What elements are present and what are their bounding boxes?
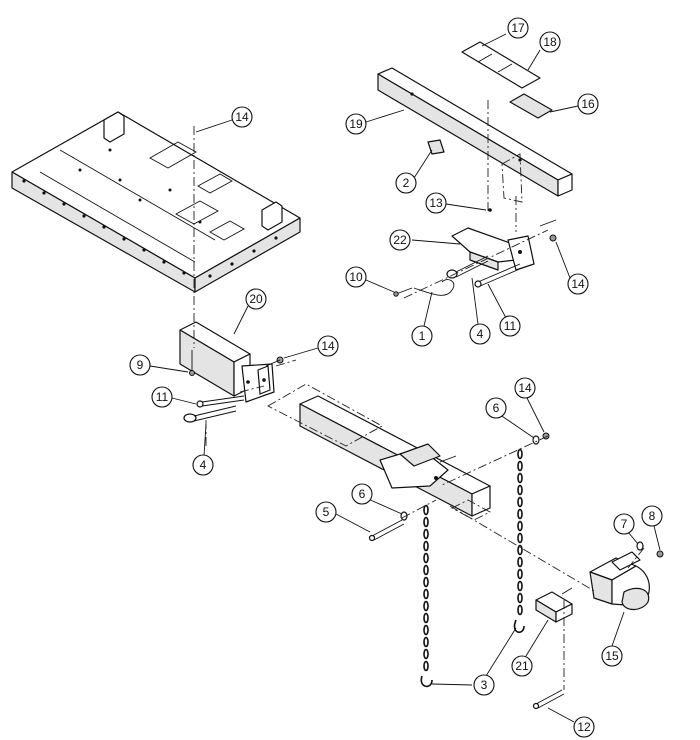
decal-16 [509,93,553,119]
svg-text:6: 6 [493,401,500,415]
bolt-5 [368,519,405,542]
callout-4-left: 4 [192,454,214,476]
callout-19: 19 [345,113,367,135]
coupler [589,551,650,611]
callout-4-upper: 4 [469,323,491,345]
callout-10: 10 [345,266,367,288]
svg-text:22: 22 [393,233,407,247]
svg-text:13: 13 [429,196,443,210]
clevis-pin-upper [446,255,489,279]
clevis-pin-left [183,405,237,423]
deck-edge-holes [22,148,278,278]
leader-lines [149,33,661,723]
svg-text:2: 2 [403,176,410,190]
bolt-12 [532,689,565,710]
callout-8: 8 [641,505,663,527]
decal-17-18 [461,41,541,89]
callout-18: 18 [539,31,561,53]
svg-text:14: 14 [235,110,249,124]
callout-20: 20 [245,288,267,310]
mounting-bracket [179,321,275,403]
safety-chain-left [420,504,433,688]
callout-13: 13 [425,192,447,214]
bolt-upper [474,263,523,288]
svg-text:1: 1 [419,329,426,343]
drawbar-tongue [299,395,491,517]
callout-21: 21 [511,655,533,677]
svg-text:21: 21 [515,659,529,673]
callout-1: 1 [411,325,433,347]
deck-platform [11,111,301,293]
coupler-latch [535,587,573,623]
callout-14-top: 14 [231,106,253,128]
callout-6-right: 6 [485,397,507,419]
svg-text:6: 6 [359,487,366,501]
safety-chain-right [513,448,525,633]
callout-9: 9 [129,354,151,376]
callout-22: 22 [389,229,411,251]
svg-text:7: 7 [621,517,628,531]
callout-11-upper: 11 [499,315,521,337]
svg-text:18: 18 [543,35,557,49]
callout-15: 15 [601,645,623,667]
callout-14-upper-right: 14 [567,273,589,295]
svg-text:15: 15 [605,649,619,663]
washer-right [532,435,540,445]
svg-text:8: 8 [649,509,656,523]
nut-8 [656,550,664,558]
callout-11-left: 11 [151,386,173,408]
svg-text:14: 14 [321,339,335,353]
svg-text:16: 16 [581,97,595,111]
svg-text:14: 14 [518,381,532,395]
callout-7: 7 [613,513,635,535]
callout-17: 17 [507,17,529,39]
svg-text:4: 4 [200,458,207,472]
callout-14-left: 14 [317,335,339,357]
svg-text:20: 20 [249,292,263,306]
hitch-bracket [451,208,535,271]
svg-text:14: 14 [571,277,585,291]
svg-text:12: 12 [577,720,591,734]
svg-text:10: 10 [349,270,363,284]
svg-text:9: 9 [137,358,144,372]
callout-12: 12 [573,716,595,738]
alignment-lines [193,100,645,690]
svg-text:17: 17 [511,21,525,35]
callout-14-chain: 14 [514,377,536,399]
svg-text:11: 11 [504,319,517,333]
callout-16: 16 [577,93,599,115]
svg-text:5: 5 [323,505,330,519]
callout-6-left: 6 [351,483,373,505]
hitch-pin-clip [413,279,455,296]
svg-text:4: 4 [477,327,484,341]
bolt-left [196,395,245,408]
bolt-10 [395,287,413,295]
svg-text:11: 11 [156,390,169,404]
svg-text:19: 19 [349,117,363,131]
washer-7 [636,541,644,551]
crossbar-tube [377,67,573,197]
svg-text:3: 3 [481,678,488,692]
nut-upper-right [549,234,557,242]
callout-5: 5 [315,501,337,523]
callout-2: 2 [395,172,417,194]
callout-3: 3 [473,674,495,696]
